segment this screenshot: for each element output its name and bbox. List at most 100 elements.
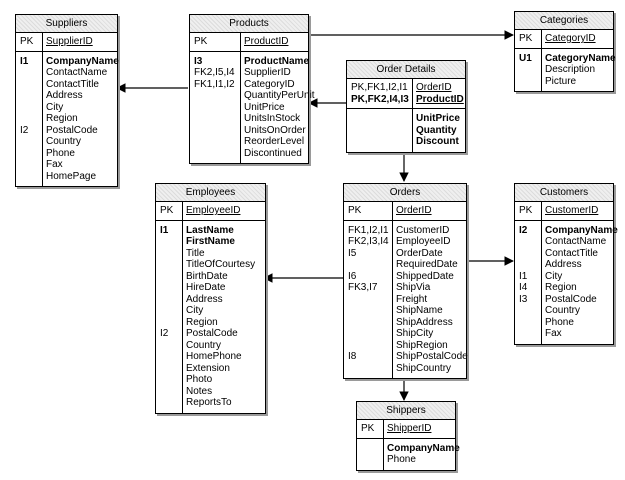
field-name: SupplierID [244, 67, 291, 78]
field-name: UnitPrice [416, 113, 460, 124]
key-label [156, 305, 182, 317]
key-label [16, 148, 42, 160]
column-divider [42, 51, 43, 186]
key-label [515, 248, 541, 260]
field-name: RequiredDate [396, 259, 458, 270]
column-divider [541, 202, 542, 220]
entity-row: ContactName [515, 236, 613, 248]
field-name: Extension [186, 362, 230, 374]
entity-row: City [156, 305, 265, 317]
field-name: TitleOfCourtesy [186, 259, 256, 270]
entity-row: RequiredDate [344, 259, 466, 271]
key-label: FK1,I2,I1 [348, 224, 389, 236]
key-label [156, 271, 182, 283]
key-label [190, 136, 240, 148]
entity-row: BirthDate [156, 271, 265, 283]
field-name: ProductID [244, 36, 289, 47]
field-name: Country [186, 339, 222, 351]
column-divider [412, 109, 413, 152]
field-name: BirthDate [186, 270, 228, 282]
key-label: I6 [348, 270, 357, 282]
key-label [515, 236, 541, 248]
key-label: I1 [519, 270, 528, 282]
key-label: I3 [194, 55, 203, 67]
key-label: PK [20, 36, 34, 47]
entity-row: FirstName [156, 236, 265, 248]
key-label [16, 67, 42, 79]
entity-row: City [16, 102, 117, 114]
field-name: PostalCode [545, 293, 597, 305]
entity-row: UnitPrice [347, 113, 465, 125]
field-name: HomePage [46, 170, 97, 182]
key-label [190, 90, 240, 102]
key-label: PK [194, 36, 208, 47]
key-label [357, 443, 383, 455]
column-divider [392, 202, 393, 220]
field-name: EmployeeID [396, 236, 451, 247]
key-label [515, 328, 541, 340]
entity-row: Fax [515, 328, 613, 340]
field-name: Title [186, 247, 205, 259]
key-label [156, 259, 182, 271]
entity-row: Fax [16, 159, 117, 171]
column-divider [412, 79, 413, 108]
field-name: UnitsOnOrder [244, 124, 306, 136]
field-name: Region [46, 113, 78, 124]
column-divider [541, 220, 542, 344]
entity-row: ShipAddress [344, 317, 466, 329]
key-section: PK ProductID [190, 33, 308, 52]
column-divider [541, 30, 542, 48]
entity-row: Quantity [347, 125, 465, 137]
field-name: ContactTitle [545, 247, 598, 259]
key-label: PK [519, 205, 533, 216]
field-name: Phone [46, 147, 75, 159]
key-label: FK2,I3,I4 [348, 236, 389, 247]
key-label [156, 236, 182, 248]
key-label [344, 363, 392, 375]
field-name: OrderID [416, 82, 452, 93]
entity-title: Shippers [357, 402, 455, 420]
key-label: PK,FK1,I2,I1 [351, 82, 408, 93]
entity-row: Address [156, 294, 265, 306]
field-name: OrderID [396, 205, 432, 216]
column-divider [383, 438, 384, 470]
entity-row: Extension [156, 363, 265, 375]
field-name: Photo [186, 374, 213, 385]
column-divider [383, 420, 384, 438]
key-label [156, 374, 182, 386]
key-label [515, 64, 541, 76]
entity-row: Freight [344, 294, 466, 306]
entity-row: Address [515, 259, 613, 271]
key-label [515, 317, 541, 329]
entity-row: ReorderLevel [190, 136, 308, 148]
field-name: Quantity [416, 124, 457, 136]
field-name: ProductName [244, 55, 310, 67]
entity-row: PK,FK1,I2,I1 OrderID [347, 82, 465, 94]
field-name: Description [545, 64, 596, 75]
entity-row: Region [16, 113, 117, 125]
field-name: UnitsInStock [244, 113, 301, 124]
field-name: ShipName [396, 305, 443, 316]
field-name: ProductID [416, 93, 464, 105]
entity-title: Customers [515, 184, 613, 202]
key-label [156, 363, 182, 375]
